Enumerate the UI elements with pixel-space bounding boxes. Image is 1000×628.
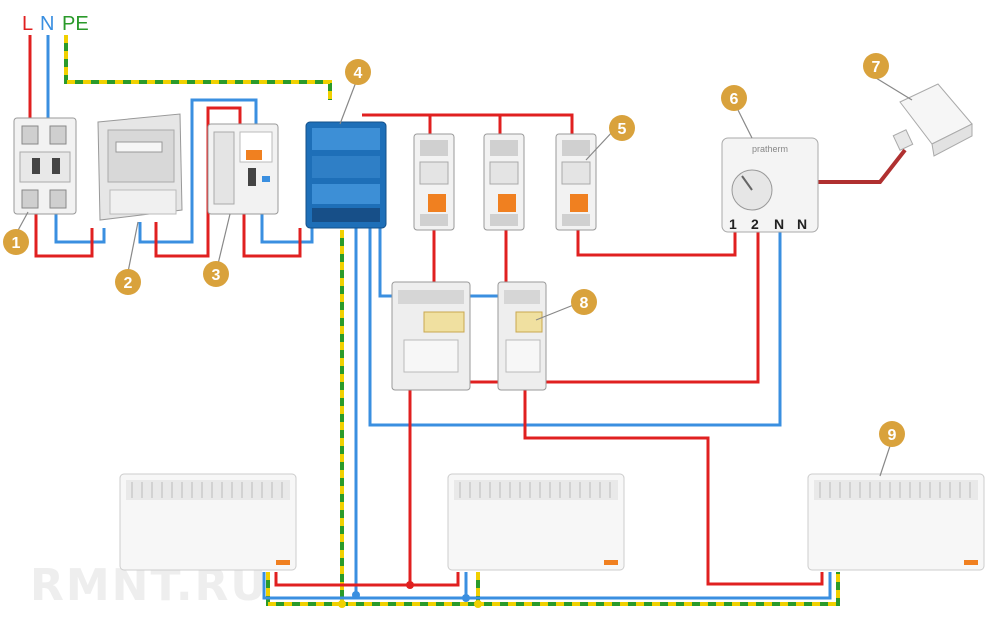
branch-breakers	[413, 133, 597, 231]
heater-left	[119, 473, 297, 571]
callout-6: 6	[721, 85, 747, 111]
callout-8: 8	[571, 289, 597, 315]
earth-label: PE	[62, 13, 89, 35]
distribution-block	[305, 121, 387, 229]
branch-breaker	[413, 133, 455, 231]
neutral-label: N	[40, 13, 54, 35]
terminal-n: N	[797, 216, 807, 232]
terminal-2: 2	[751, 216, 759, 232]
terminal-1: 1	[729, 216, 737, 232]
earth-wires	[64, 35, 840, 606]
svg-text:2: 2	[124, 275, 133, 292]
branch-breaker	[483, 133, 525, 231]
junction-dots	[338, 581, 482, 608]
svg-text:8: 8	[580, 295, 589, 312]
main-breaker	[13, 117, 77, 215]
line-label: L	[22, 13, 33, 35]
heaters	[119, 473, 985, 571]
contactors	[391, 281, 547, 391]
svg-text:4: 4	[354, 65, 363, 82]
callout-9: 9	[879, 421, 905, 447]
callout-7: 7	[863, 53, 889, 79]
svg-text:5: 5	[618, 121, 627, 138]
line-wires	[28, 35, 824, 587]
neutral-wires	[46, 35, 832, 600]
callout-3: 3	[203, 261, 229, 287]
energy-meter	[97, 113, 183, 221]
contactor-4-pole	[391, 281, 471, 391]
sensor-wire	[818, 148, 907, 184]
callout-1: 1	[3, 229, 29, 255]
svg-text:3: 3	[212, 267, 221, 284]
temperature-sensor	[892, 83, 973, 157]
callout-leaders	[15, 77, 913, 477]
rcbo	[207, 123, 279, 215]
svg-text:1: 1	[12, 235, 21, 252]
supply-legend: L N PE	[22, 13, 89, 35]
heater-right	[807, 473, 985, 571]
callout-4: 4	[345, 59, 371, 85]
svg-text:6: 6	[730, 91, 739, 108]
heater-middle	[447, 473, 625, 571]
contactor-2-pole	[497, 281, 547, 391]
callout-5: 5	[609, 115, 635, 141]
svg-text:9: 9	[888, 427, 897, 444]
svg-text:7: 7	[872, 59, 881, 76]
callout-2: 2	[115, 269, 141, 295]
thermostat-brand: pratherm	[752, 144, 788, 154]
branch-breaker	[555, 133, 597, 231]
thermostat: pratherm 1 2 N N	[721, 137, 819, 233]
callout-markers: 1 2 3 4 5 6 7 8	[3, 53, 905, 447]
terminal-n-prime: N	[774, 216, 784, 232]
